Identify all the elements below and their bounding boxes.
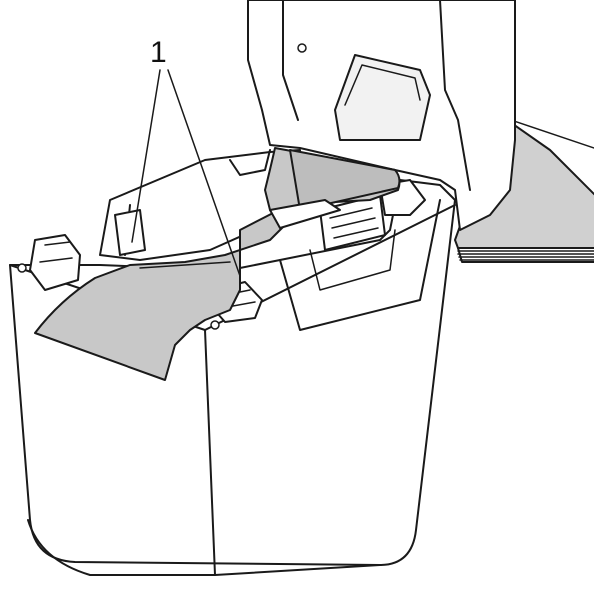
screw-left-icon <box>17 263 27 273</box>
callout-label: 1 <box>150 36 167 69</box>
leader-line-left <box>131 69 161 243</box>
cover-screw-icon <box>297 43 307 53</box>
paper-media <box>34 147 401 381</box>
leader-line-right <box>167 69 241 277</box>
callout-1: 1 <box>131 36 241 277</box>
media-compartment <box>17 149 441 331</box>
printer-top-cover <box>247 0 516 231</box>
screw-right-icon <box>210 320 220 330</box>
